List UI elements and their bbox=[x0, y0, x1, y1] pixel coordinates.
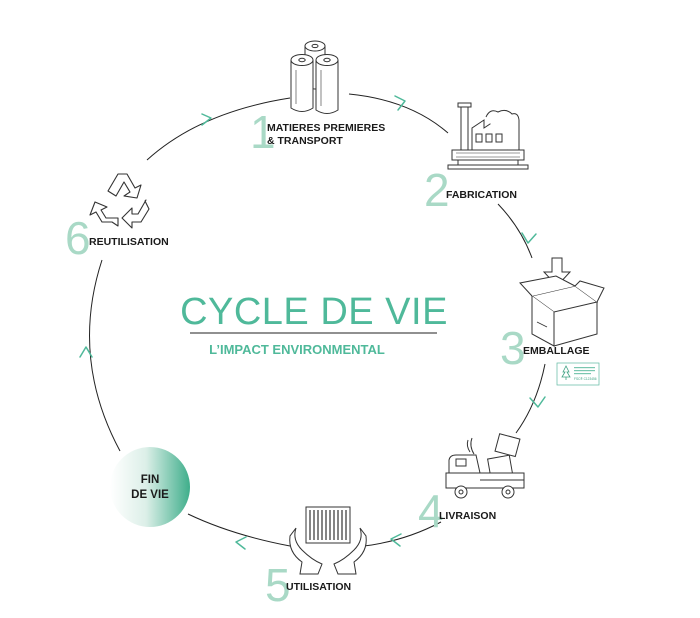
recycle-icon bbox=[89, 173, 150, 229]
step-manufacturing: 2 FABRICATION bbox=[424, 102, 529, 216]
center-title: CYCLE DE VIE L’IMPACT ENVIRONMENTAL bbox=[180, 291, 448, 357]
certification-label: FSC® C123456 bbox=[556, 362, 600, 386]
step-use: 5 UTILISATION bbox=[265, 506, 367, 611]
certification-code: FSC® C123456 bbox=[574, 377, 597, 381]
step-number: 1 bbox=[250, 106, 276, 158]
arrow-icon bbox=[235, 536, 247, 550]
box-icon bbox=[519, 257, 605, 347]
title-subtitle: L’IMPACT ENVIRONMENTAL bbox=[209, 342, 385, 357]
step-reuse: 6 REUTILISATION bbox=[65, 173, 169, 264]
end-of-life-label: DE VIE bbox=[131, 489, 169, 501]
title-main: CYCLE DE VIE bbox=[180, 291, 448, 333]
step-number: 3 bbox=[500, 322, 526, 374]
step-label: MATIERES PREMIERES bbox=[267, 122, 385, 134]
arc-1-to-2 bbox=[348, 93, 449, 134]
step-label: EMBALLAGE bbox=[523, 345, 590, 357]
step-label: LIVRAISON bbox=[439, 510, 496, 522]
arc-5-to-fin bbox=[187, 513, 291, 547]
fsc-tree-icon bbox=[561, 365, 571, 380]
step-raw-materials: 1 MATIERES PREMIERES & TRANSPORT bbox=[250, 40, 385, 158]
arrow-icon bbox=[394, 95, 406, 111]
hands-icon bbox=[289, 506, 367, 575]
cycle-arrows bbox=[79, 95, 546, 550]
step-label: REUTILISATION bbox=[89, 236, 169, 248]
paper-rolls-icon bbox=[290, 40, 339, 114]
factory-icon bbox=[447, 102, 529, 170]
step-delivery: 4 LIVRAISON bbox=[418, 433, 525, 537]
truck-icon bbox=[445, 433, 525, 499]
arc-fin-to-6 bbox=[89, 259, 121, 452]
step-label: FABRICATION bbox=[446, 189, 517, 201]
arc-2-to-3 bbox=[497, 203, 533, 259]
arc-6-to-1 bbox=[146, 97, 291, 161]
step-label: UTILISATION bbox=[286, 581, 351, 593]
end-of-life-label: FIN bbox=[141, 474, 160, 486]
step-number: 4 bbox=[418, 485, 444, 537]
arrow-icon bbox=[529, 396, 546, 408]
step-label: & TRANSPORT bbox=[267, 135, 343, 147]
arc-4-to-5 bbox=[363, 521, 442, 547]
step-number: 2 bbox=[424, 164, 450, 216]
end-of-life-node: FIN DE VIE bbox=[110, 447, 190, 527]
step-packaging: 3 EMBALLAGE FSC® C123456 bbox=[500, 257, 605, 386]
arrow-icon bbox=[390, 533, 402, 547]
cycle-ring bbox=[89, 93, 546, 547]
step-number: 5 bbox=[265, 559, 291, 611]
arrow-icon bbox=[79, 346, 93, 358]
arrow-icon bbox=[521, 232, 537, 244]
arrow-icon bbox=[201, 113, 212, 126]
step-number: 6 bbox=[65, 212, 91, 264]
